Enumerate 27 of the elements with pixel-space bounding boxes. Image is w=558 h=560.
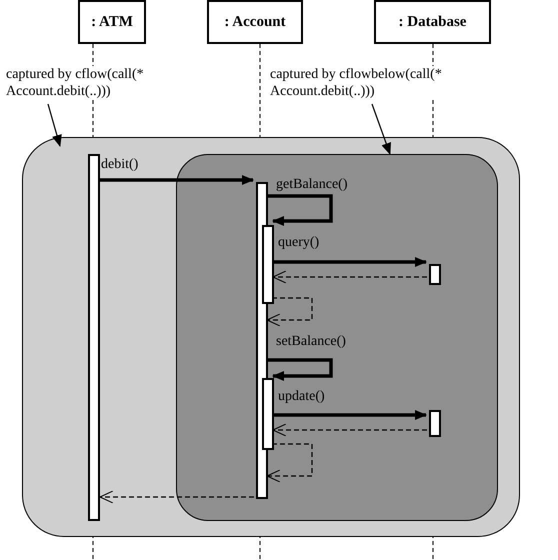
leader-line [371, 104, 391, 155]
region-background [176, 154, 498, 521]
message-arrow [272, 410, 427, 420]
lifeline-head: : Account [207, 0, 303, 44]
activation-bar [429, 410, 441, 437]
activation-bar [262, 378, 274, 450]
leader-line [47, 104, 62, 147]
activation-bar [262, 225, 274, 304]
message-arrow [266, 194, 333, 226]
edge-label: query() [278, 234, 320, 251]
activation-bar [88, 154, 100, 521]
lifeline-head: : Database [374, 0, 491, 44]
return-arrow [100, 490, 254, 504]
message-arrow [272, 257, 427, 267]
activation-bar [429, 264, 441, 285]
message-arrow [266, 358, 333, 381]
return-arrow [272, 424, 427, 436]
return-arrow [266, 297, 313, 326]
edge-label: getBalance() [276, 176, 348, 193]
edge-label: update() [278, 388, 325, 405]
edge-label: setBalance() [276, 333, 346, 350]
return-arrow [272, 270, 427, 284]
message-arrow [99, 175, 254, 185]
region-background [22, 137, 520, 537]
lifeline-head: : ATM [78, 0, 146, 44]
edge-label: debit() [101, 156, 138, 173]
return-arrow [266, 443, 313, 482]
